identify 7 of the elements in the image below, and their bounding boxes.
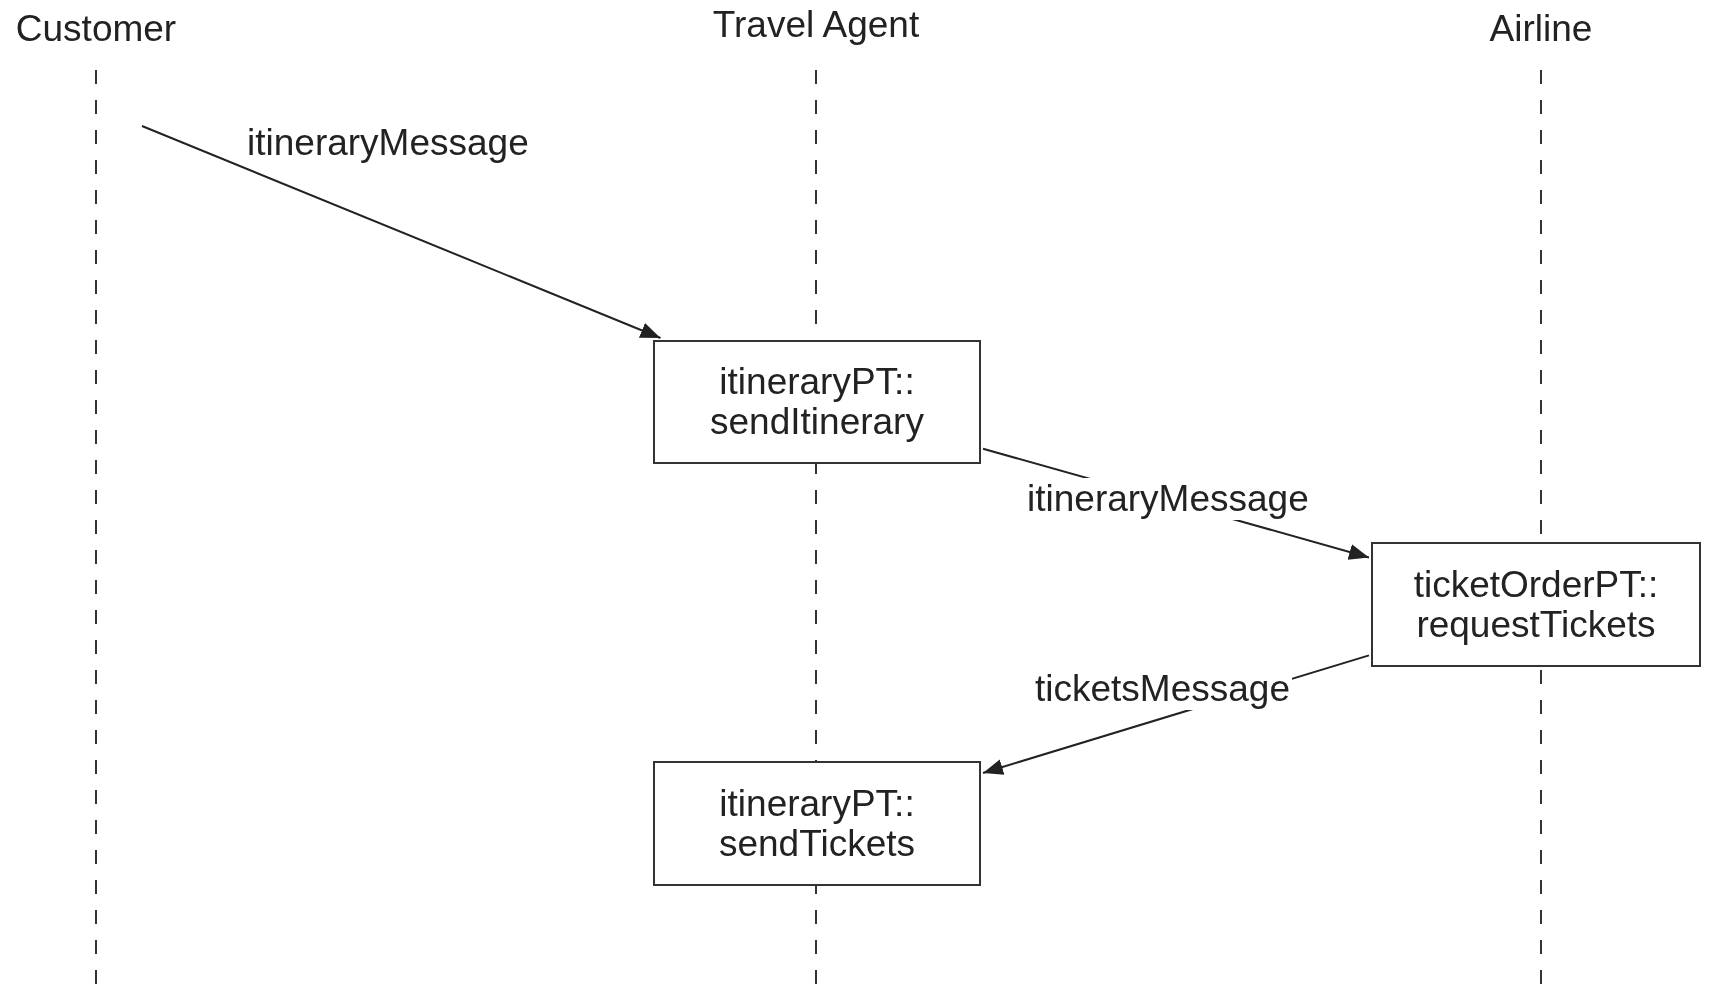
message-arrow (141, 125, 662, 339)
lifeline-header: Airline (1489, 8, 1593, 50)
operation-box: itineraryPT:: sendTickets (653, 761, 981, 886)
operation-box: ticketOrderPT:: requestTickets (1371, 542, 1701, 667)
lifeline-header: Customer (15, 8, 177, 50)
operation-box: itineraryPT:: sendItinerary (653, 340, 981, 464)
lifeline-header: Travel Agent (712, 4, 920, 46)
